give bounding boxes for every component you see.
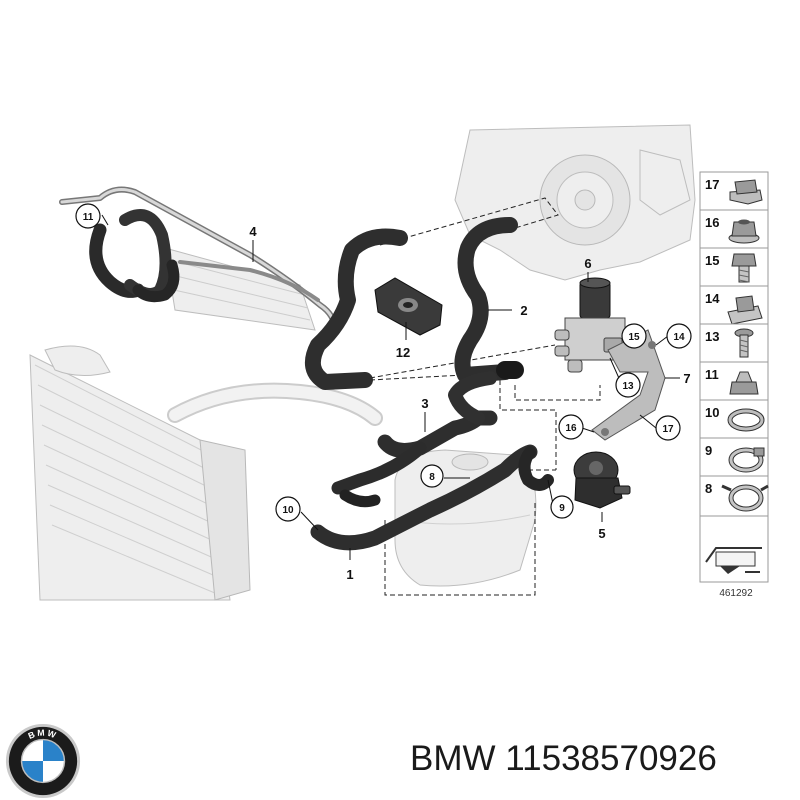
legend-row-spring-nut: 14 xyxy=(699,285,769,325)
callout-9: 9 xyxy=(550,495,574,519)
callout-6: 6 xyxy=(584,256,591,271)
callout-17: 17 xyxy=(655,415,681,441)
callout-15: 15 xyxy=(621,323,647,349)
callout-4: 4 xyxy=(249,224,257,239)
callout-7: 7 xyxy=(683,371,690,386)
upper-ghost-pipe xyxy=(167,382,383,426)
spring-clamp-icon xyxy=(728,447,765,473)
callout-5: 5 xyxy=(598,526,605,541)
hose-11-upper-left xyxy=(89,209,180,303)
caption-part-number: 11538570926 xyxy=(505,739,717,778)
parts-legend: 17 16 15 14 xyxy=(699,171,769,599)
drawing-number: 461292 xyxy=(719,588,753,599)
charge-air-cooler-background xyxy=(164,247,316,331)
dashed-connection-lines xyxy=(369,197,601,596)
caption: BMW 11538570926 xyxy=(410,736,795,782)
svg-text:14: 14 xyxy=(705,291,720,306)
legend-row-clip-nut: 17 xyxy=(699,171,769,211)
radiator-background xyxy=(29,345,251,601)
svg-text:17: 17 xyxy=(705,177,719,192)
hex-bolt-icon xyxy=(731,253,757,283)
svg-text:8: 8 xyxy=(429,472,435,483)
bmw-logo: BMW xyxy=(5,723,81,799)
legend-row-hex-bolt: 15 xyxy=(699,247,769,287)
hose-clip-icon xyxy=(721,484,769,512)
svg-text:9: 9 xyxy=(705,443,712,458)
svg-text:14: 14 xyxy=(673,332,685,343)
legend-row-hose-clip: 8 xyxy=(699,475,769,517)
svg-text:16: 16 xyxy=(705,215,719,230)
svg-text:11: 11 xyxy=(83,212,94,223)
svg-text:16: 16 xyxy=(565,423,577,434)
engine-block-background xyxy=(454,124,696,281)
logo-blue-quadrant-2 xyxy=(21,761,43,783)
svg-text:13: 13 xyxy=(705,329,719,344)
reference-arrow-icon xyxy=(705,547,762,574)
hose-1 xyxy=(310,444,554,551)
svg-text:15: 15 xyxy=(628,332,640,343)
callouts: 1 2 3 4 5 6 7 8 9 10 11 12 13 15 xyxy=(75,203,692,582)
hose-clamp-icon xyxy=(727,408,765,432)
callout-2: 2 xyxy=(520,303,527,318)
caption-brand: BMW xyxy=(410,739,496,778)
hose-upper-middle xyxy=(304,228,408,390)
callout-14: 14 xyxy=(666,323,692,349)
svg-text:13: 13 xyxy=(622,381,634,392)
svg-text:9: 9 xyxy=(559,503,565,514)
svg-text:10: 10 xyxy=(282,505,294,516)
callout-3: 3 xyxy=(421,396,428,411)
callout-12: 12 xyxy=(396,345,410,360)
legend-row-hose-clamp: 10 xyxy=(699,399,769,439)
callout-13: 13 xyxy=(615,372,641,398)
torx-screw-icon xyxy=(734,328,754,358)
hose-2 xyxy=(454,217,524,383)
logo-letters: BMW xyxy=(27,728,60,741)
callout-16: 16 xyxy=(558,414,584,440)
pump-5 xyxy=(573,451,631,509)
callout-8: 8 xyxy=(420,464,444,488)
legend-row-hex-nut-with-collar: 16 xyxy=(699,209,769,249)
clip-nut-icon xyxy=(729,179,763,205)
pipe-4 xyxy=(59,186,338,333)
legend-row-spring-clamp: 9 xyxy=(699,437,769,477)
hex-nut-icon xyxy=(729,371,759,395)
svg-text:10: 10 xyxy=(705,405,719,420)
svg-text:17: 17 xyxy=(662,424,674,435)
callout-1: 1 xyxy=(346,567,353,582)
svg-text:8: 8 xyxy=(705,481,712,496)
bracket-12 xyxy=(374,277,443,336)
legend-row-torx-screw: 13 xyxy=(699,323,769,363)
hose-3 xyxy=(331,371,498,495)
hex-nut-collar-icon xyxy=(728,219,760,244)
logo-blue-quadrant-1 xyxy=(43,739,65,761)
bracket-7 xyxy=(591,329,666,441)
legend-row-hex-nut: 11 xyxy=(699,361,769,401)
callout-11: 11 xyxy=(75,203,101,229)
spring-nut-icon xyxy=(727,295,763,325)
legend-row-reference xyxy=(699,515,769,583)
svg-text:15: 15 xyxy=(705,253,719,268)
callout-10: 10 xyxy=(275,496,301,522)
svg-text:11: 11 xyxy=(705,367,719,382)
